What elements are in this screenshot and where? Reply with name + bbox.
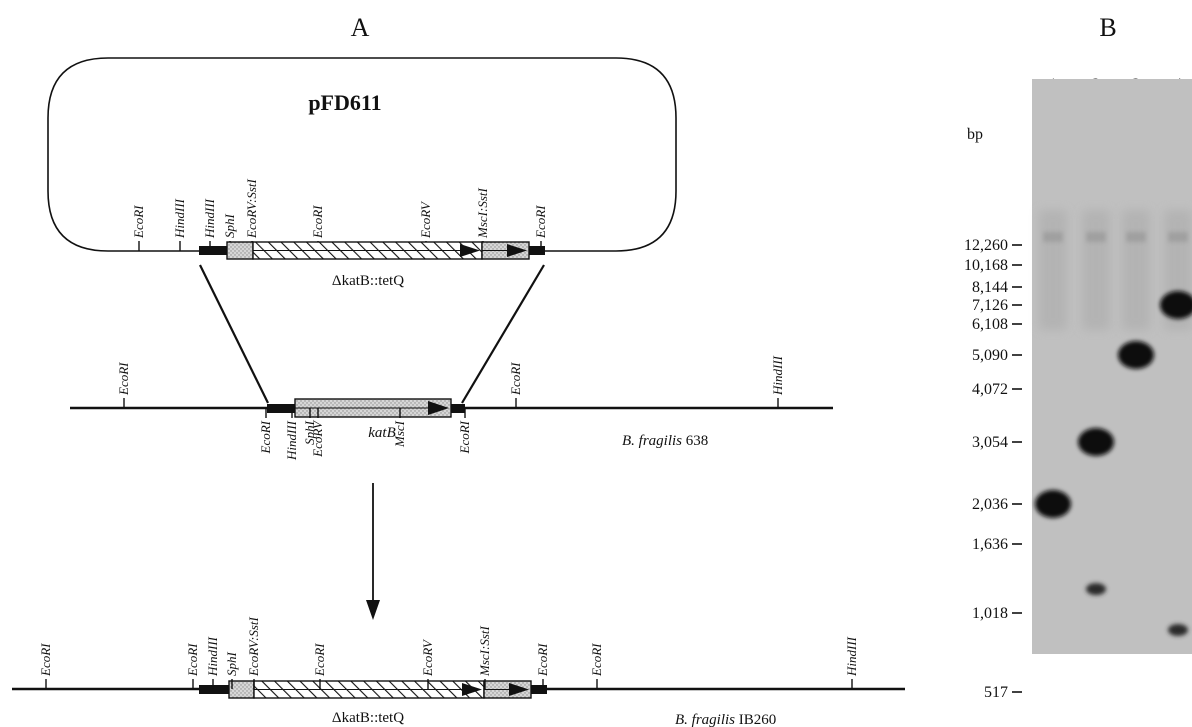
restriction-site-label: HindIII [844,636,859,677]
restriction-site-label: HindIII [205,636,220,677]
gel-lane-smear [1122,210,1150,330]
restriction-site-label: EcoRV:SstI [244,178,259,239]
restriction-site-label: HindIII [770,355,785,396]
gel-marker-label: 517 [984,684,1008,701]
gel-background-shade [1032,79,1192,654]
panel-a-label: A [351,13,370,42]
gel-lane-smear [1082,210,1110,330]
gel-marker-label: 3,054 [972,434,1008,451]
gel-marker-label: 12,260 [964,237,1008,254]
gel-band [1168,623,1188,636]
mutant-katb-upstream [228,680,255,699]
mutant-right-flank [531,685,547,694]
crossover-line-left [199,264,269,404]
gel-faint-band [1043,232,1063,242]
restriction-site-label: EcoRI [312,643,327,677]
gel-marker-label: 4,072 [972,381,1008,398]
restriction-site-label: SphI [222,214,237,239]
gel-band [1035,490,1071,518]
gel-faint-band [1086,232,1106,242]
restriction-site-label: HindIII [202,198,217,239]
mutant-katb-arrow-icon [509,683,529,696]
crossover-line-right [461,264,545,404]
plasmid-katb-arrow-icon [507,244,527,257]
restriction-site-label: EcoRI [131,205,146,239]
restriction-site-label: MscI:SstI [475,188,490,239]
gel-band [1118,341,1154,369]
plasmid-restriction-sites: EcoRI HindIII HindIII SphI EcoRV:SstI EcoRI Ec… [131,178,548,251]
gel-band [1160,291,1192,319]
mutant-construct-label: ΔkatB::tetQ [332,710,404,726]
gel-marker-label: 5,090 [972,347,1008,364]
restriction-site-label: EcoRI [310,205,325,239]
gel-faint-band [1168,232,1188,242]
restriction-site-label: EcoRI [185,643,200,677]
chromosome-638-right-flank [451,404,465,413]
restriction-site-label: EcoRV:SstI [246,616,261,677]
gel-marker-label: 6,108 [972,316,1008,333]
plasmid-name: pFD611 [308,90,381,115]
restriction-site-label: EcoRI [533,205,548,239]
gel-lane-smear [1039,210,1067,330]
restriction-site-label: EcoRI [38,643,53,677]
chromosome-ib260: EcoRI EcoRI HindIII SphI EcoRV:SstI EcoRI EcoR… [12,616,905,727]
gel-band [1078,428,1114,456]
mutant-left-flank [199,685,229,694]
restriction-site-label: HindIII [172,198,187,239]
mutant-tetq-arrow-icon [462,683,482,696]
mutant-strain: B. fragilis IB260 [675,712,776,727]
gel-unit-label: bp [967,126,983,143]
gel-marker-label: 8,144 [972,279,1008,296]
katb-arrow-icon [428,401,449,415]
gel-image [1032,79,1192,654]
restriction-site-label: SphI [302,420,317,445]
restriction-site-label: SphI [224,652,239,677]
gel-band [1086,583,1106,596]
chromosome-638-sites-above: EcoRI EcoRI HindIII [116,355,785,408]
restriction-site-label: EcoRI [258,420,273,454]
restriction-site-label: MscI [392,420,407,448]
gel-faint-band [1126,232,1146,242]
restriction-site-label: EcoRI [508,362,523,396]
gel-marker-label: 7,126 [972,297,1008,314]
gel-background [1032,79,1192,654]
restriction-site-label: EcoRV [418,200,433,239]
plasmid-katb-upstream [226,241,254,260]
plasmid-left-flank [199,246,227,255]
chromosome-638-strain: B. fragilis 638 [622,433,708,449]
panel-b-label: B [1099,13,1116,42]
plasmid-outline [47,57,677,252]
restriction-site-label: EcoRI [589,643,604,677]
gel-bands [1035,291,1192,636]
plasmid-construct-label: ΔkatB::tetQ [332,273,404,289]
restriction-site-label: EcoRI [116,362,131,396]
restriction-site-label: MscI:SstI [477,626,492,677]
restriction-site-label: EcoRV [420,638,435,677]
gel-marker-label: 10,168 [964,257,1008,274]
plasmid-tetq-arrow-icon [460,244,480,257]
down-arrow-icon [366,600,380,620]
restriction-site-label: EcoRI [457,420,472,454]
chromosome-638-left-flank [267,404,295,413]
katb-gene-label: katB [368,425,396,441]
plasmid-right-flank [529,246,545,255]
mutant-restriction-sites: EcoRI EcoRI HindIII SphI EcoRV:SstI EcoRI EcoR… [38,616,859,689]
restriction-site-label: EcoRI [535,643,550,677]
restriction-site-label: HindIII [284,420,299,461]
gel-marker-label: 1,636 [972,536,1008,553]
gel-marker-label: 1,018 [972,605,1008,622]
plasmid-pfd611: pFD611 EcoRI HindIII HindIII SphI EcoRV:SstI… [47,57,677,289]
restriction-site-label: EcoRV [310,419,325,458]
gel-marker-label: 2,036 [972,496,1008,513]
